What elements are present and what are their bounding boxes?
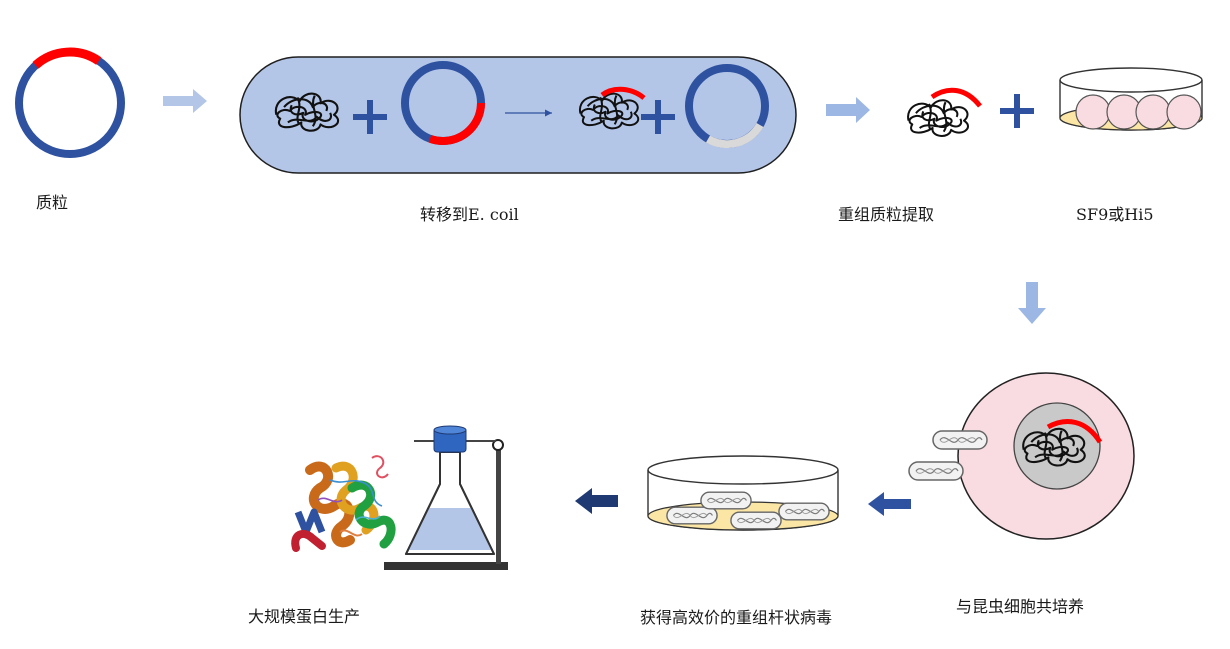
plus-icon (353, 100, 387, 134)
plus-icon (641, 100, 675, 134)
infected-insect-cell (957, 372, 1135, 540)
arrow-right-icon (163, 89, 207, 113)
arrow-left-icon (575, 488, 618, 514)
plus-icon (1000, 94, 1034, 128)
empty-plasmid-icon (685, 64, 769, 149)
step-label-virus: 获得高效价的重组杆状病毒 (640, 608, 833, 627)
culture-flask-icon (384, 425, 508, 570)
step-label-plasmid: 质粒 (36, 193, 69, 212)
step-label-host-cells: SF9或Hi5 (1076, 205, 1154, 224)
step-label-transformation: 转移到E. coil (420, 205, 519, 224)
donor-plasmid-icon (401, 61, 485, 145)
arrow-thin-icon (505, 109, 552, 117)
step-label-extraction: 重组质粒提取 (838, 205, 935, 224)
plasmid (15, 47, 125, 158)
arrow-left-icon (868, 492, 911, 516)
recombinant-dna-icon (578, 86, 646, 130)
virus-dish (647, 455, 839, 531)
transformation-capsule (239, 56, 797, 174)
step-label-coculture: 与昆虫细胞共培养 (956, 597, 1085, 616)
arrow-right-icon (826, 97, 870, 123)
baculovirus-icon (908, 461, 964, 481)
arrow-down-icon (1018, 282, 1046, 324)
baculovirus-icon (932, 430, 988, 450)
protein-structure-icon (291, 455, 396, 552)
insect-cell-dish (1059, 67, 1203, 131)
step-label-protein-production: 大规模蛋白生产 (248, 607, 361, 626)
recombinant-bacmid-icon (907, 87, 982, 138)
